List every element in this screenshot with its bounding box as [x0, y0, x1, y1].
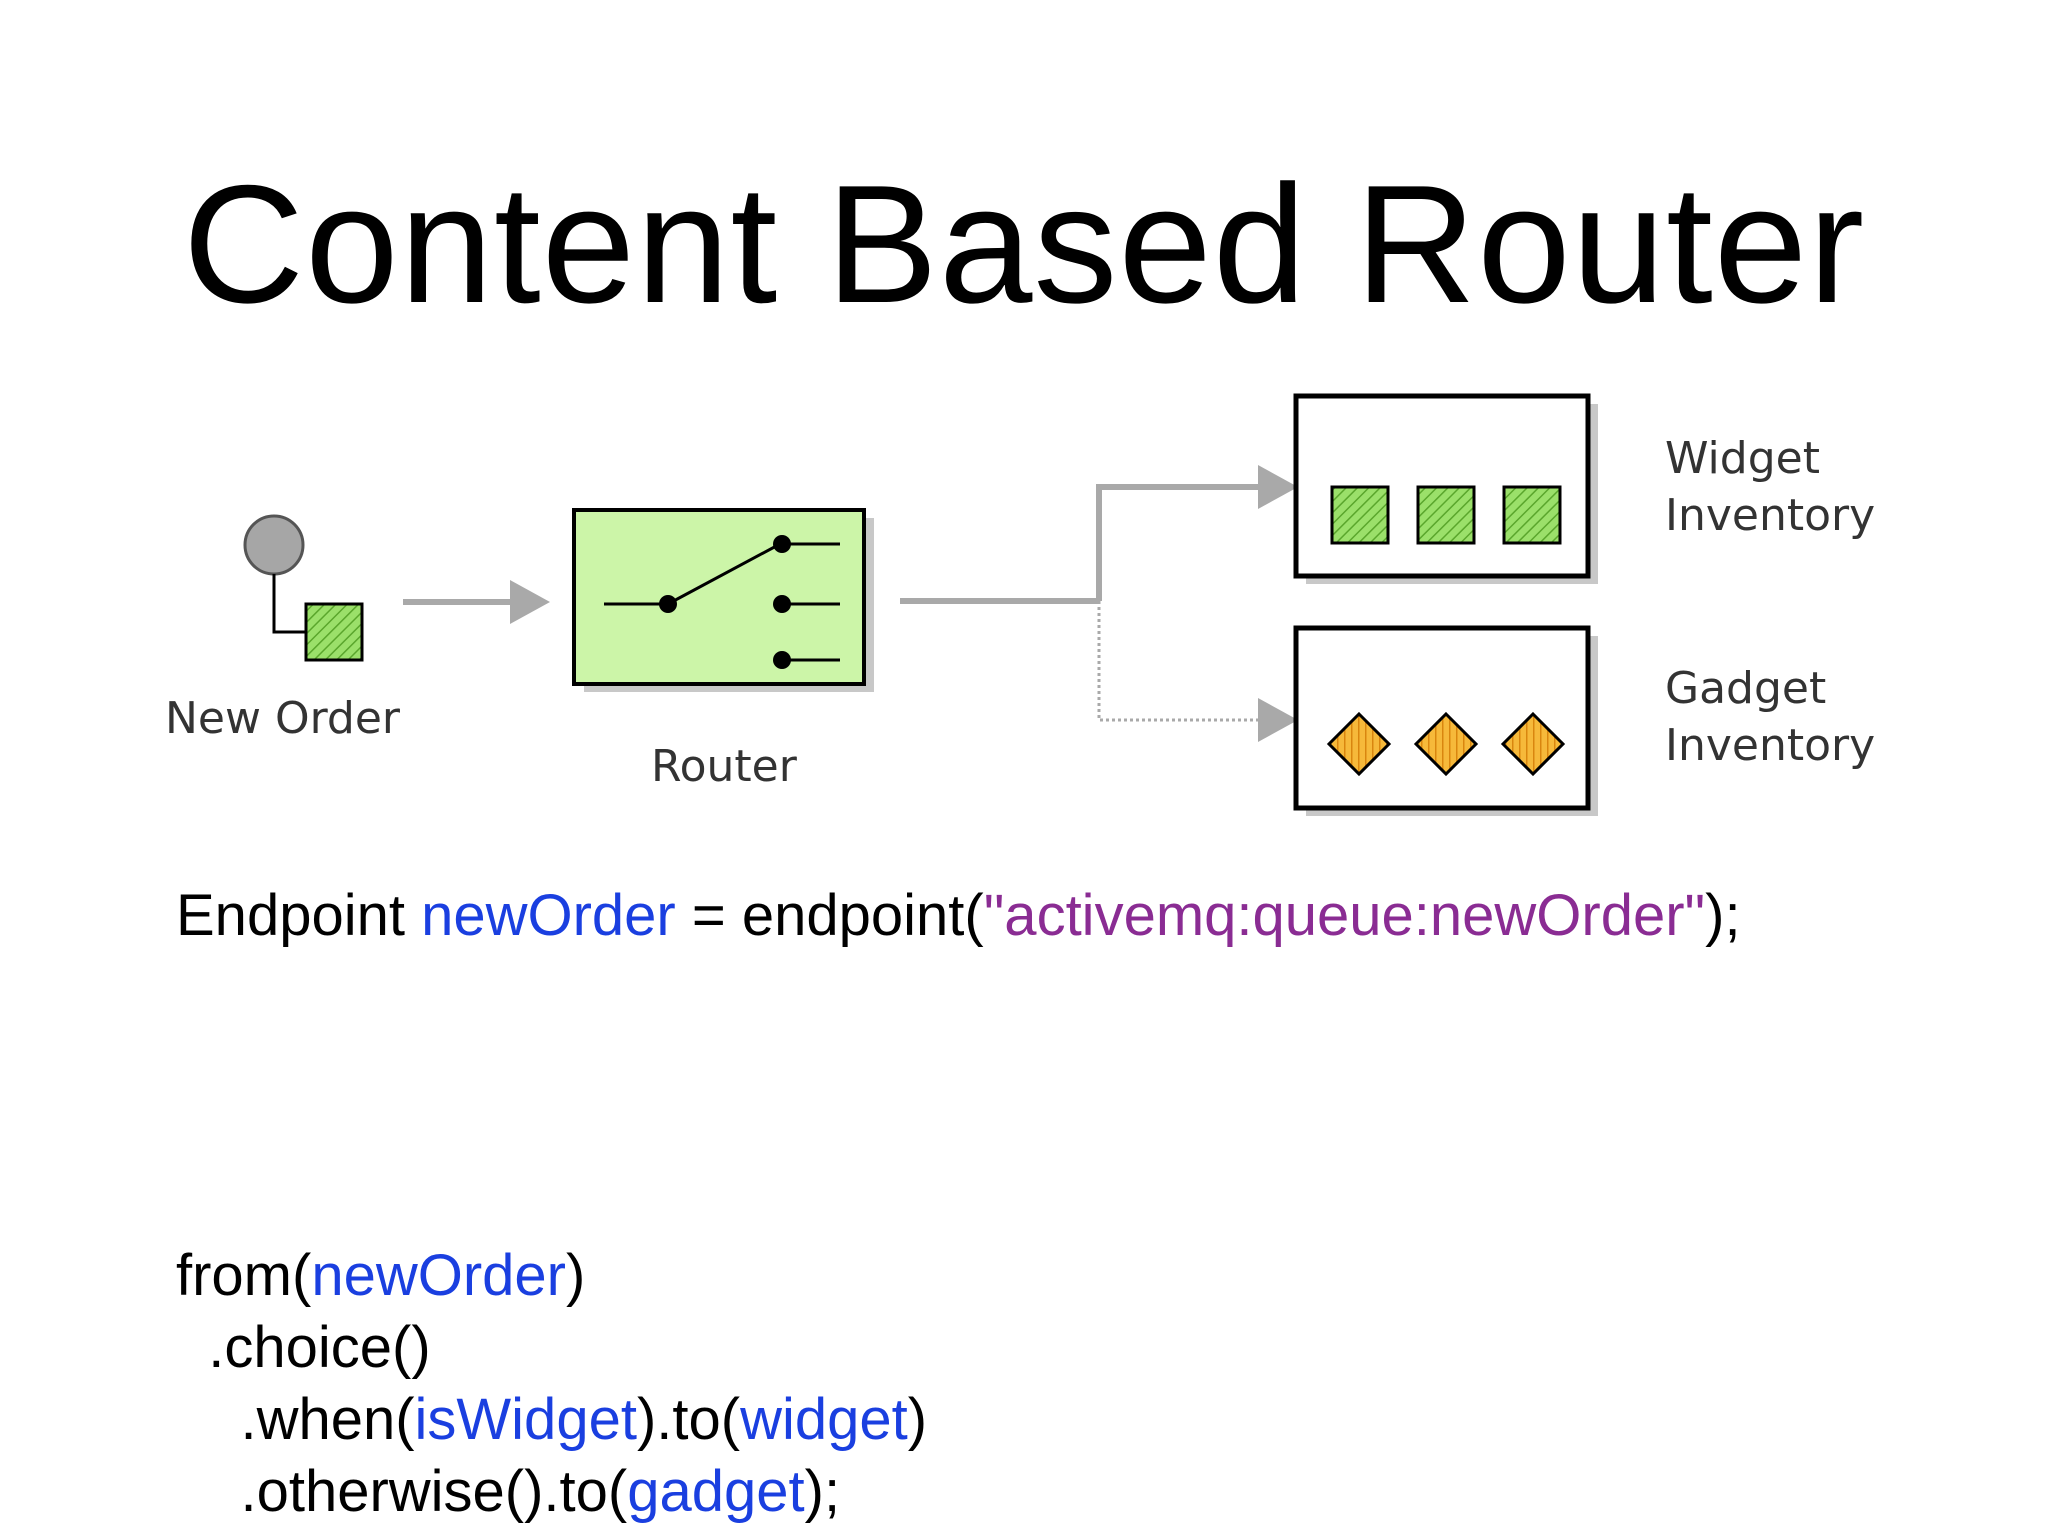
code-string-literal: "activemq:queue:newOrder" — [983, 883, 1706, 948]
code-line: .when(isWidget).to(widget) — [176, 1384, 927, 1456]
arrow-to-router — [403, 580, 550, 624]
code-variable: newOrder — [311, 1243, 566, 1308]
code-line: .choice() — [176, 1312, 927, 1384]
new-order-label: New Order — [165, 693, 401, 744]
code-line: from(newOrder) — [176, 1240, 927, 1312]
code-text: ).to( — [636, 1387, 741, 1452]
code-text: from( — [176, 1243, 312, 1308]
gadget-item-icon — [1500, 711, 1566, 777]
code-text: .otherwise().to( — [176, 1459, 628, 1524]
widget-inventory-label-line1: Widget — [1665, 433, 1820, 484]
widget-item-icon — [1502, 485, 1562, 545]
gadget-item-icon — [1413, 711, 1479, 777]
code-text: ) — [565, 1243, 586, 1308]
code-line: .otherwise().to(gadget); — [176, 1456, 927, 1528]
message-connector-line — [272, 574, 306, 634]
code-text: ); — [804, 1459, 841, 1524]
code-variable: gadget — [627, 1459, 805, 1524]
code-text: Endpoint — [176, 883, 422, 948]
channel-circle-icon — [243, 514, 305, 576]
code-variable: widget — [740, 1387, 908, 1452]
widget-inventory-box: Widget Inventory — [1293, 393, 1875, 584]
widget-item-icon — [1416, 485, 1476, 545]
endpoint-declaration-code: Endpoint newOrder = endpoint("activemq:q… — [176, 880, 1741, 952]
router-label: Router — [651, 741, 798, 792]
code-text: ) — [907, 1387, 928, 1452]
route-definition-code: from(newOrder) .choice() .when(isWidget)… — [176, 1240, 927, 1528]
gadget-inventory-label-line1: Gadget — [1665, 663, 1826, 714]
gadget-item-icon — [1326, 711, 1392, 777]
gadget-route-arrowhead — [1258, 698, 1298, 742]
gadget-inventory-box: Gadget Inventory — [1293, 625, 1875, 816]
slide-title: Content Based Router — [182, 150, 1866, 338]
message-square-icon — [304, 602, 364, 662]
gadget-inventory-label-line2: Inventory — [1665, 720, 1875, 771]
new-order-message: New Order — [165, 514, 401, 744]
widget-item-icon — [1330, 485, 1390, 545]
code-text: ); — [1705, 883, 1741, 948]
code-text: .when( — [176, 1387, 415, 1452]
code-variable: isWidget — [414, 1387, 637, 1452]
widget-inventory-label-line2: Inventory — [1665, 490, 1875, 541]
routing-paths — [900, 465, 1298, 742]
content-based-router-diagram: New Order Router Widget Inventory — [165, 393, 1875, 816]
router-box: Router — [572, 508, 874, 792]
code-text: .choice() — [176, 1315, 431, 1380]
code-text: = endpoint( — [675, 883, 984, 948]
widget-route-arrowhead — [1258, 465, 1298, 509]
code-variable: newOrder — [421, 883, 676, 948]
widget-route-line — [1096, 484, 1262, 601]
gadget-route-dotted-line — [1097, 601, 1262, 722]
